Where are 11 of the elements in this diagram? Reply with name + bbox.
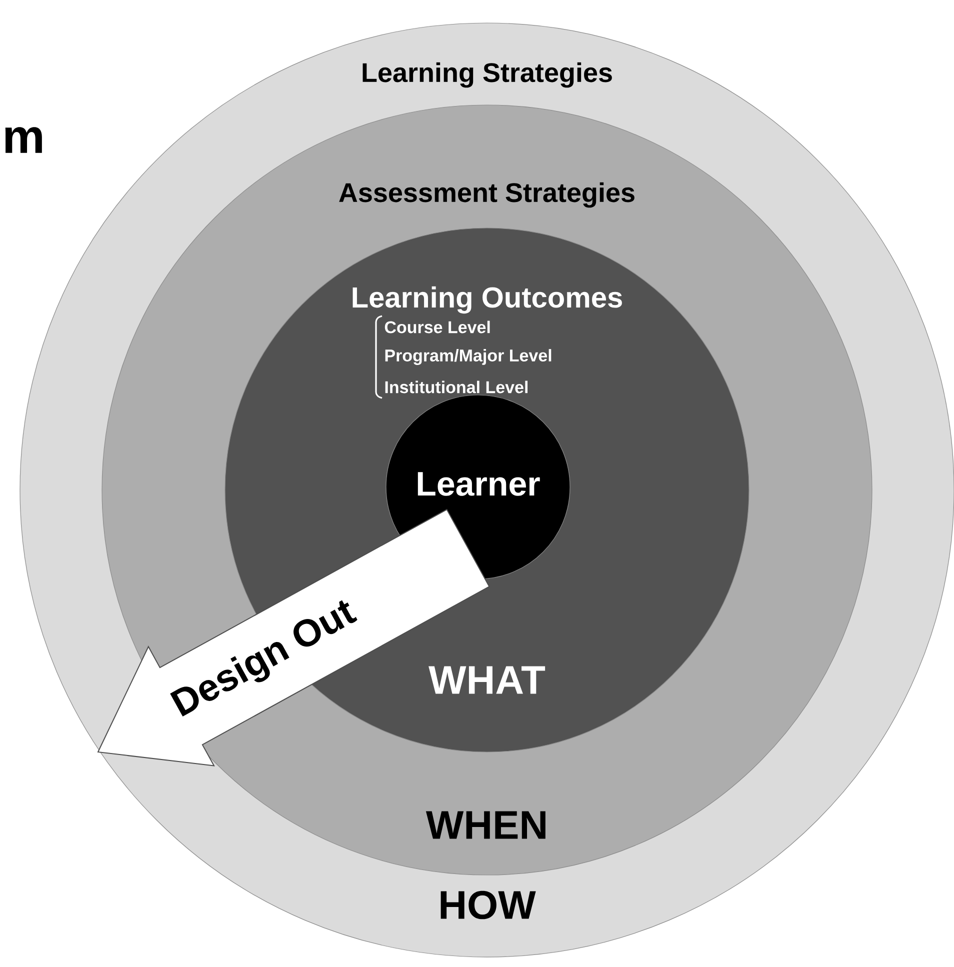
- strategy-label: Assessment Strategies: [339, 182, 634, 208]
- level-label: Program/Major Level: [385, 349, 552, 365]
- level-label: Course Level: [384, 320, 490, 334]
- question-label: WHAT: [428, 666, 546, 694]
- heading-label: Learning Outcomes: [352, 286, 622, 314]
- strategy-label: Learning Strategies: [362, 62, 612, 88]
- center-label: Learner: [418, 472, 540, 496]
- question-label: WHEN: [426, 811, 546, 839]
- question-label: HOW: [440, 890, 536, 920]
- title-fragment: m: [5, 127, 42, 153]
- level-label: Institutional Level: [385, 380, 528, 394]
